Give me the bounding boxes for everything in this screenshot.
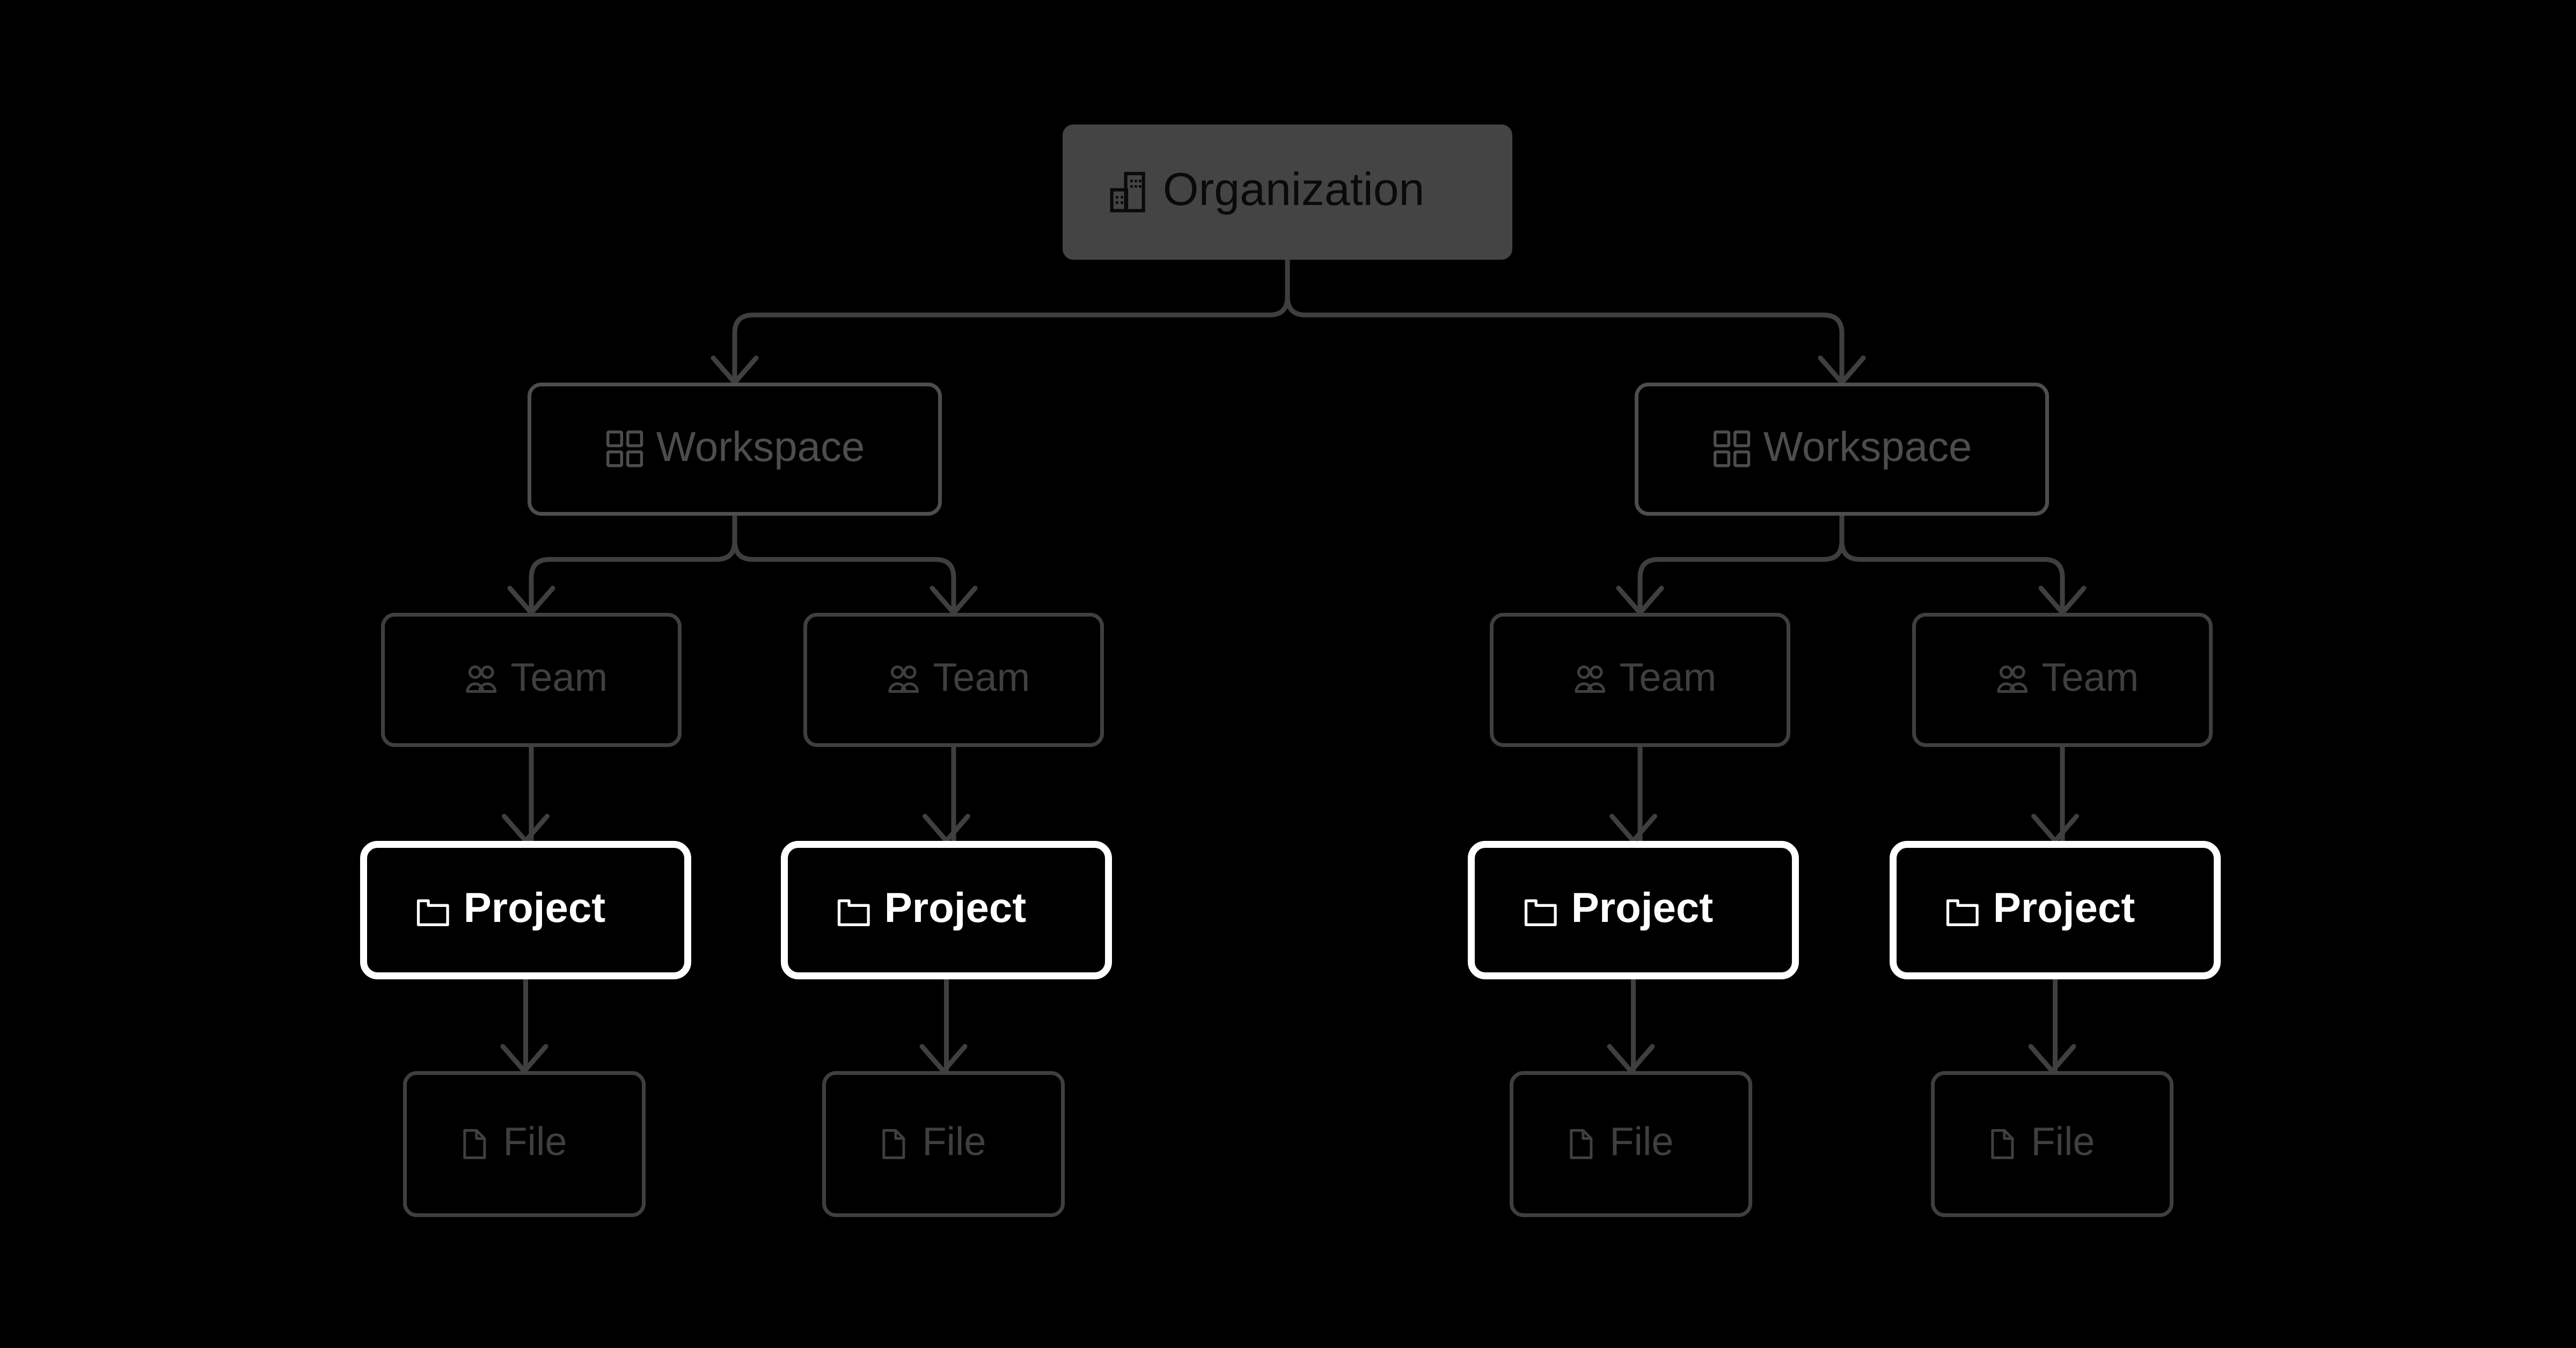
edge-ws-1-to-team-2 bbox=[732, 513, 978, 616]
node-label: Project bbox=[464, 884, 605, 931]
edge-ws-2-to-team-4 bbox=[1839, 513, 2087, 616]
edge-project-1-to-file-1 bbox=[500, 977, 548, 1074]
node-team-4[interactable]: Team bbox=[1912, 613, 2213, 747]
edges-layer bbox=[500, 257, 2087, 1074]
node-label: Team bbox=[2041, 655, 2139, 700]
edge-project-3-to-file-3 bbox=[1607, 977, 1655, 1074]
node-label: File bbox=[2031, 1119, 2095, 1164]
edge-line bbox=[732, 513, 956, 616]
edge-ws-2-to-team-3 bbox=[1616, 513, 1845, 616]
node-ws-1[interactable]: Workspace bbox=[528, 383, 942, 516]
node-label: Workspace bbox=[1763, 423, 1972, 470]
node-label: Team bbox=[1619, 655, 1716, 700]
node-box[interactable] bbox=[803, 613, 1104, 747]
node-box[interactable] bbox=[381, 613, 682, 747]
edge-team-3-to-project-3 bbox=[1609, 744, 1657, 844]
edge-arrowhead bbox=[919, 1044, 968, 1074]
document-icon bbox=[1991, 1129, 2014, 1159]
edge-ws-1-to-team-1 bbox=[507, 513, 737, 616]
node-label: File bbox=[922, 1119, 986, 1164]
folder-icon bbox=[1524, 899, 1557, 926]
node-file-1[interactable]: File bbox=[403, 1071, 646, 1217]
edge-team-4-to-project-4 bbox=[2031, 744, 2079, 844]
edge-line bbox=[1839, 513, 2065, 616]
edge-project-2-to-file-2 bbox=[919, 977, 968, 1074]
folder-icon bbox=[416, 899, 449, 926]
node-label: Project bbox=[1571, 884, 1713, 931]
node-ws-2[interactable]: Workspace bbox=[1635, 383, 2049, 516]
grid-icon bbox=[606, 430, 643, 467]
node-team-1[interactable]: Team bbox=[381, 613, 682, 747]
node-label: Workspace bbox=[656, 423, 865, 470]
users-icon bbox=[1575, 665, 1606, 693]
document-icon bbox=[882, 1129, 905, 1159]
node-file-2[interactable]: File bbox=[822, 1071, 1065, 1217]
node-box[interactable] bbox=[528, 383, 942, 516]
node-file-3[interactable]: File bbox=[1510, 1071, 1752, 1217]
node-box[interactable] bbox=[1468, 841, 1799, 979]
edge-arrowhead bbox=[1609, 814, 1657, 844]
node-box[interactable] bbox=[360, 841, 691, 979]
folder-icon bbox=[837, 899, 870, 926]
users-icon bbox=[466, 665, 497, 693]
node-label: Team bbox=[933, 655, 1030, 700]
node-project-2[interactable]: Project bbox=[781, 841, 1112, 979]
edge-arrowhead bbox=[2031, 814, 2079, 844]
node-box[interactable] bbox=[1510, 1071, 1752, 1217]
node-box[interactable] bbox=[781, 841, 1112, 979]
building-icon bbox=[1110, 172, 1145, 213]
grid-icon bbox=[1713, 430, 1751, 467]
users-icon bbox=[1997, 665, 2028, 693]
edge-line bbox=[732, 257, 1290, 385]
node-team-2[interactable]: Team bbox=[803, 613, 1104, 747]
node-label: Project bbox=[884, 884, 1026, 931]
node-box[interactable] bbox=[1063, 124, 1512, 260]
node-file-4[interactable]: File bbox=[1931, 1071, 2174, 1217]
edge-arrowhead bbox=[2028, 1044, 2076, 1074]
node-label: Organization bbox=[1163, 164, 1425, 215]
node-box[interactable] bbox=[822, 1071, 1065, 1217]
node-label: Team bbox=[510, 655, 608, 700]
edge-team-2-to-project-2 bbox=[923, 744, 970, 844]
node-box[interactable] bbox=[1635, 383, 2049, 516]
node-project-4[interactable]: Project bbox=[1890, 841, 2221, 979]
node-project-3[interactable]: Project bbox=[1468, 841, 1799, 979]
node-box[interactable] bbox=[1931, 1071, 2174, 1217]
users-icon bbox=[888, 665, 919, 693]
edge-arrowhead bbox=[502, 814, 550, 844]
node-label: Project bbox=[1993, 884, 2135, 931]
edge-line bbox=[1285, 257, 1845, 385]
edge-org-to-ws-1 bbox=[711, 257, 1290, 385]
node-box[interactable] bbox=[1890, 841, 2221, 979]
node-team-3[interactable]: Team bbox=[1490, 613, 1790, 747]
node-label: File bbox=[503, 1119, 567, 1164]
node-box[interactable] bbox=[1490, 613, 1790, 747]
edge-line bbox=[1637, 513, 1845, 616]
node-org[interactable]: Organization bbox=[1063, 124, 1512, 260]
edge-team-1-to-project-1 bbox=[502, 744, 550, 844]
edge-project-4-to-file-4 bbox=[2028, 977, 2076, 1074]
edge-arrowhead bbox=[923, 814, 970, 844]
edge-line bbox=[529, 513, 737, 616]
edge-org-to-ws-2 bbox=[1285, 257, 1866, 385]
node-box[interactable] bbox=[1912, 613, 2213, 747]
node-label: File bbox=[1609, 1119, 1673, 1164]
node-project-1[interactable]: Project bbox=[360, 841, 691, 979]
node-box[interactable] bbox=[403, 1071, 646, 1217]
document-icon bbox=[463, 1129, 486, 1159]
document-icon bbox=[1570, 1129, 1593, 1159]
folder-icon bbox=[1946, 899, 1979, 926]
